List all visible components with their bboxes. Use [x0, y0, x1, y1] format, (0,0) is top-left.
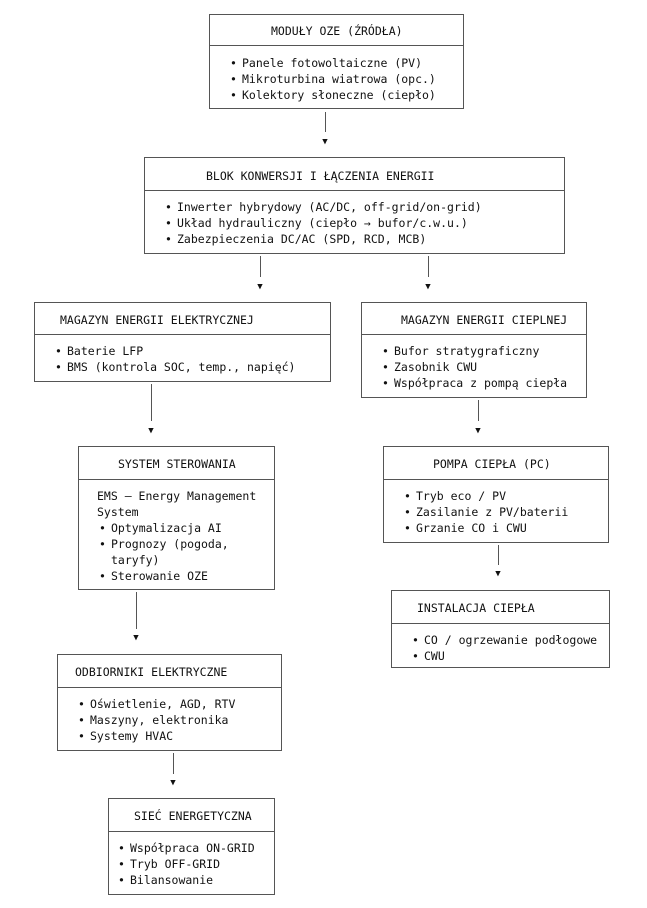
- node-pompa-item: Grzanie CO i CWU: [402, 520, 568, 536]
- node-oze-divider: [210, 45, 463, 46]
- node-magazyn-el-item: BMS (kontrola SOC, temp., napięć): [53, 359, 295, 375]
- node-magazyn-ciep-item: Bufor stratygraficzny: [380, 343, 567, 359]
- node-odbiorniki-item: Oświetlenie, AGD, RTV: [76, 696, 235, 712]
- arrow-down-icon: ▼: [322, 137, 328, 147]
- node-siec-item: Współpraca ON-GRID: [116, 840, 255, 856]
- node-magazyn-ciep-item: Zasobnik CWU: [380, 359, 567, 375]
- connector: [428, 256, 429, 277]
- node-instalacja-item: CO / ogrzewanie podłogowe: [410, 632, 597, 648]
- connector: [136, 592, 137, 629]
- node-pompa: POMPA CIEPŁA (PC) Tryb eco / PV Zasilani…: [383, 446, 609, 543]
- node-oze-item: Panele fotowoltaiczne (PV): [228, 55, 436, 71]
- node-sterowanie-list: EMS – Energy Management System Optymaliz…: [97, 488, 269, 584]
- node-konwersja-item: Inwerter hybrydowy (AC/DC, off-grid/on-g…: [163, 199, 482, 215]
- connector: [325, 112, 326, 132]
- node-oze-item: Mikroturbina wiatrowa (opc.): [228, 71, 436, 87]
- node-pompa-item: Zasilanie z PV/baterii: [402, 504, 568, 520]
- arrow-down-icon: ▼: [425, 282, 431, 292]
- node-sterowanie-intro: EMS – Energy Management System: [97, 489, 257, 519]
- node-odbiorniki-item: Systemy HVAC: [76, 728, 235, 744]
- node-pompa-title: POMPA CIEPŁA (PC): [433, 457, 551, 471]
- node-odbiorniki: ODBIORNIKI ELEKTRYCZNE Oświetlenie, AGD,…: [57, 654, 282, 751]
- node-oze-title: MODUŁY OZE (ŹRÓDŁA): [271, 24, 403, 38]
- node-siec-divider: [109, 831, 274, 832]
- node-magazyn-ciep-divider: [362, 334, 586, 335]
- node-konwersja-item: Zabezpieczenia DC/AC (SPD, RCD, MCB): [163, 231, 482, 247]
- node-siec-list: Współpraca ON-GRID Tryb OFF-GRID Bilanso…: [116, 840, 255, 888]
- node-siec-item: Tryb OFF-GRID: [116, 856, 255, 872]
- node-oze-list: Panele fotowoltaiczne (PV) Mikroturbina …: [228, 55, 436, 103]
- node-magazyn-el-divider: [35, 334, 330, 335]
- node-konwersja-list: Inwerter hybrydowy (AC/DC, off-grid/on-g…: [163, 199, 482, 247]
- node-sterowanie-item: Sterowanie OZE: [97, 568, 269, 584]
- node-magazyn-ciep-list: Bufor stratygraficzny Zasobnik CWU Współ…: [380, 343, 567, 391]
- node-siec-item: Bilansowanie: [116, 872, 255, 888]
- node-sterowanie-divider: [79, 479, 274, 480]
- arrow-down-icon: ▼: [170, 778, 176, 788]
- node-pompa-divider: [384, 479, 608, 480]
- node-sterowanie: SYSTEM STEROWANIA EMS – Energy Managemen…: [78, 446, 275, 590]
- node-magazyn-ciep-item: Współpraca z pompą ciepła: [380, 375, 567, 391]
- node-instalacja-title: INSTALACJA CIEPŁA: [417, 601, 535, 615]
- node-pompa-item: Tryb eco / PV: [402, 488, 568, 504]
- arrow-down-icon: ▼: [133, 633, 139, 643]
- connector: [478, 400, 479, 421]
- node-instalacja-list: CO / ogrzewanie podłogowe CWU: [410, 632, 597, 664]
- node-oze: MODUŁY OZE (ŹRÓDŁA) Panele fotowoltaiczn…: [209, 14, 464, 109]
- node-sterowanie-item: Optymalizacja AI: [97, 520, 269, 536]
- node-sterowanie-title: SYSTEM STEROWANIA: [118, 457, 236, 471]
- node-instalacja: INSTALACJA CIEPŁA CO / ogrzewanie podłog…: [391, 590, 610, 668]
- arrow-down-icon: ▼: [148, 426, 154, 436]
- node-siec: SIEĆ ENERGETYCZNA Współpraca ON-GRID Try…: [108, 798, 275, 895]
- node-odbiorniki-divider: [58, 687, 281, 688]
- node-magazyn-el-title: MAGAZYN ENERGII ELEKTRYCZNEJ: [60, 313, 254, 327]
- node-odbiorniki-title: ODBIORNIKI ELEKTRYCZNE: [75, 665, 228, 679]
- node-sterowanie-item: Prognozy (pogoda, taryfy): [97, 536, 241, 568]
- connector: [173, 753, 174, 774]
- node-odbiorniki-list: Oświetlenie, AGD, RTV Maszyny, elektroni…: [76, 696, 235, 744]
- node-instalacja-divider: [392, 623, 609, 624]
- connector: [151, 384, 152, 421]
- arrow-down-icon: ▼: [257, 282, 263, 292]
- node-oze-item: Kolektory słoneczne (ciepło): [228, 87, 436, 103]
- node-odbiorniki-item: Maszyny, elektronika: [76, 712, 235, 728]
- node-instalacja-item: CWU: [410, 648, 597, 664]
- arrow-down-icon: ▼: [475, 426, 481, 436]
- node-pompa-list: Tryb eco / PV Zasilanie z PV/baterii Grz…: [402, 488, 568, 536]
- node-konwersja: BLOK KONWERSJI I ŁĄCZENIA ENERGII Inwert…: [144, 157, 565, 254]
- arrow-down-icon: ▼: [495, 569, 501, 579]
- node-magazyn-el-list: Baterie LFP BMS (kontrola SOC, temp., na…: [53, 343, 295, 375]
- node-magazyn-el-item: Baterie LFP: [53, 343, 295, 359]
- node-konwersja-title: BLOK KONWERSJI I ŁĄCZENIA ENERGII: [206, 169, 435, 183]
- node-magazyn-ciep: MAGAZYN ENERGII CIEPLNEJ Bufor stratygra…: [361, 302, 587, 398]
- node-konwersja-item: Układ hydrauliczny (ciepło → bufor/c.w.u…: [163, 215, 482, 231]
- connector: [498, 545, 499, 565]
- connector: [260, 256, 261, 277]
- node-konwersja-divider: [145, 190, 564, 191]
- node-siec-title: SIEĆ ENERGETYCZNA: [134, 809, 252, 823]
- node-magazyn-ciep-title: MAGAZYN ENERGII CIEPLNEJ: [401, 313, 568, 327]
- node-magazyn-el: MAGAZYN ENERGII ELEKTRYCZNEJ Baterie LFP…: [34, 302, 331, 382]
